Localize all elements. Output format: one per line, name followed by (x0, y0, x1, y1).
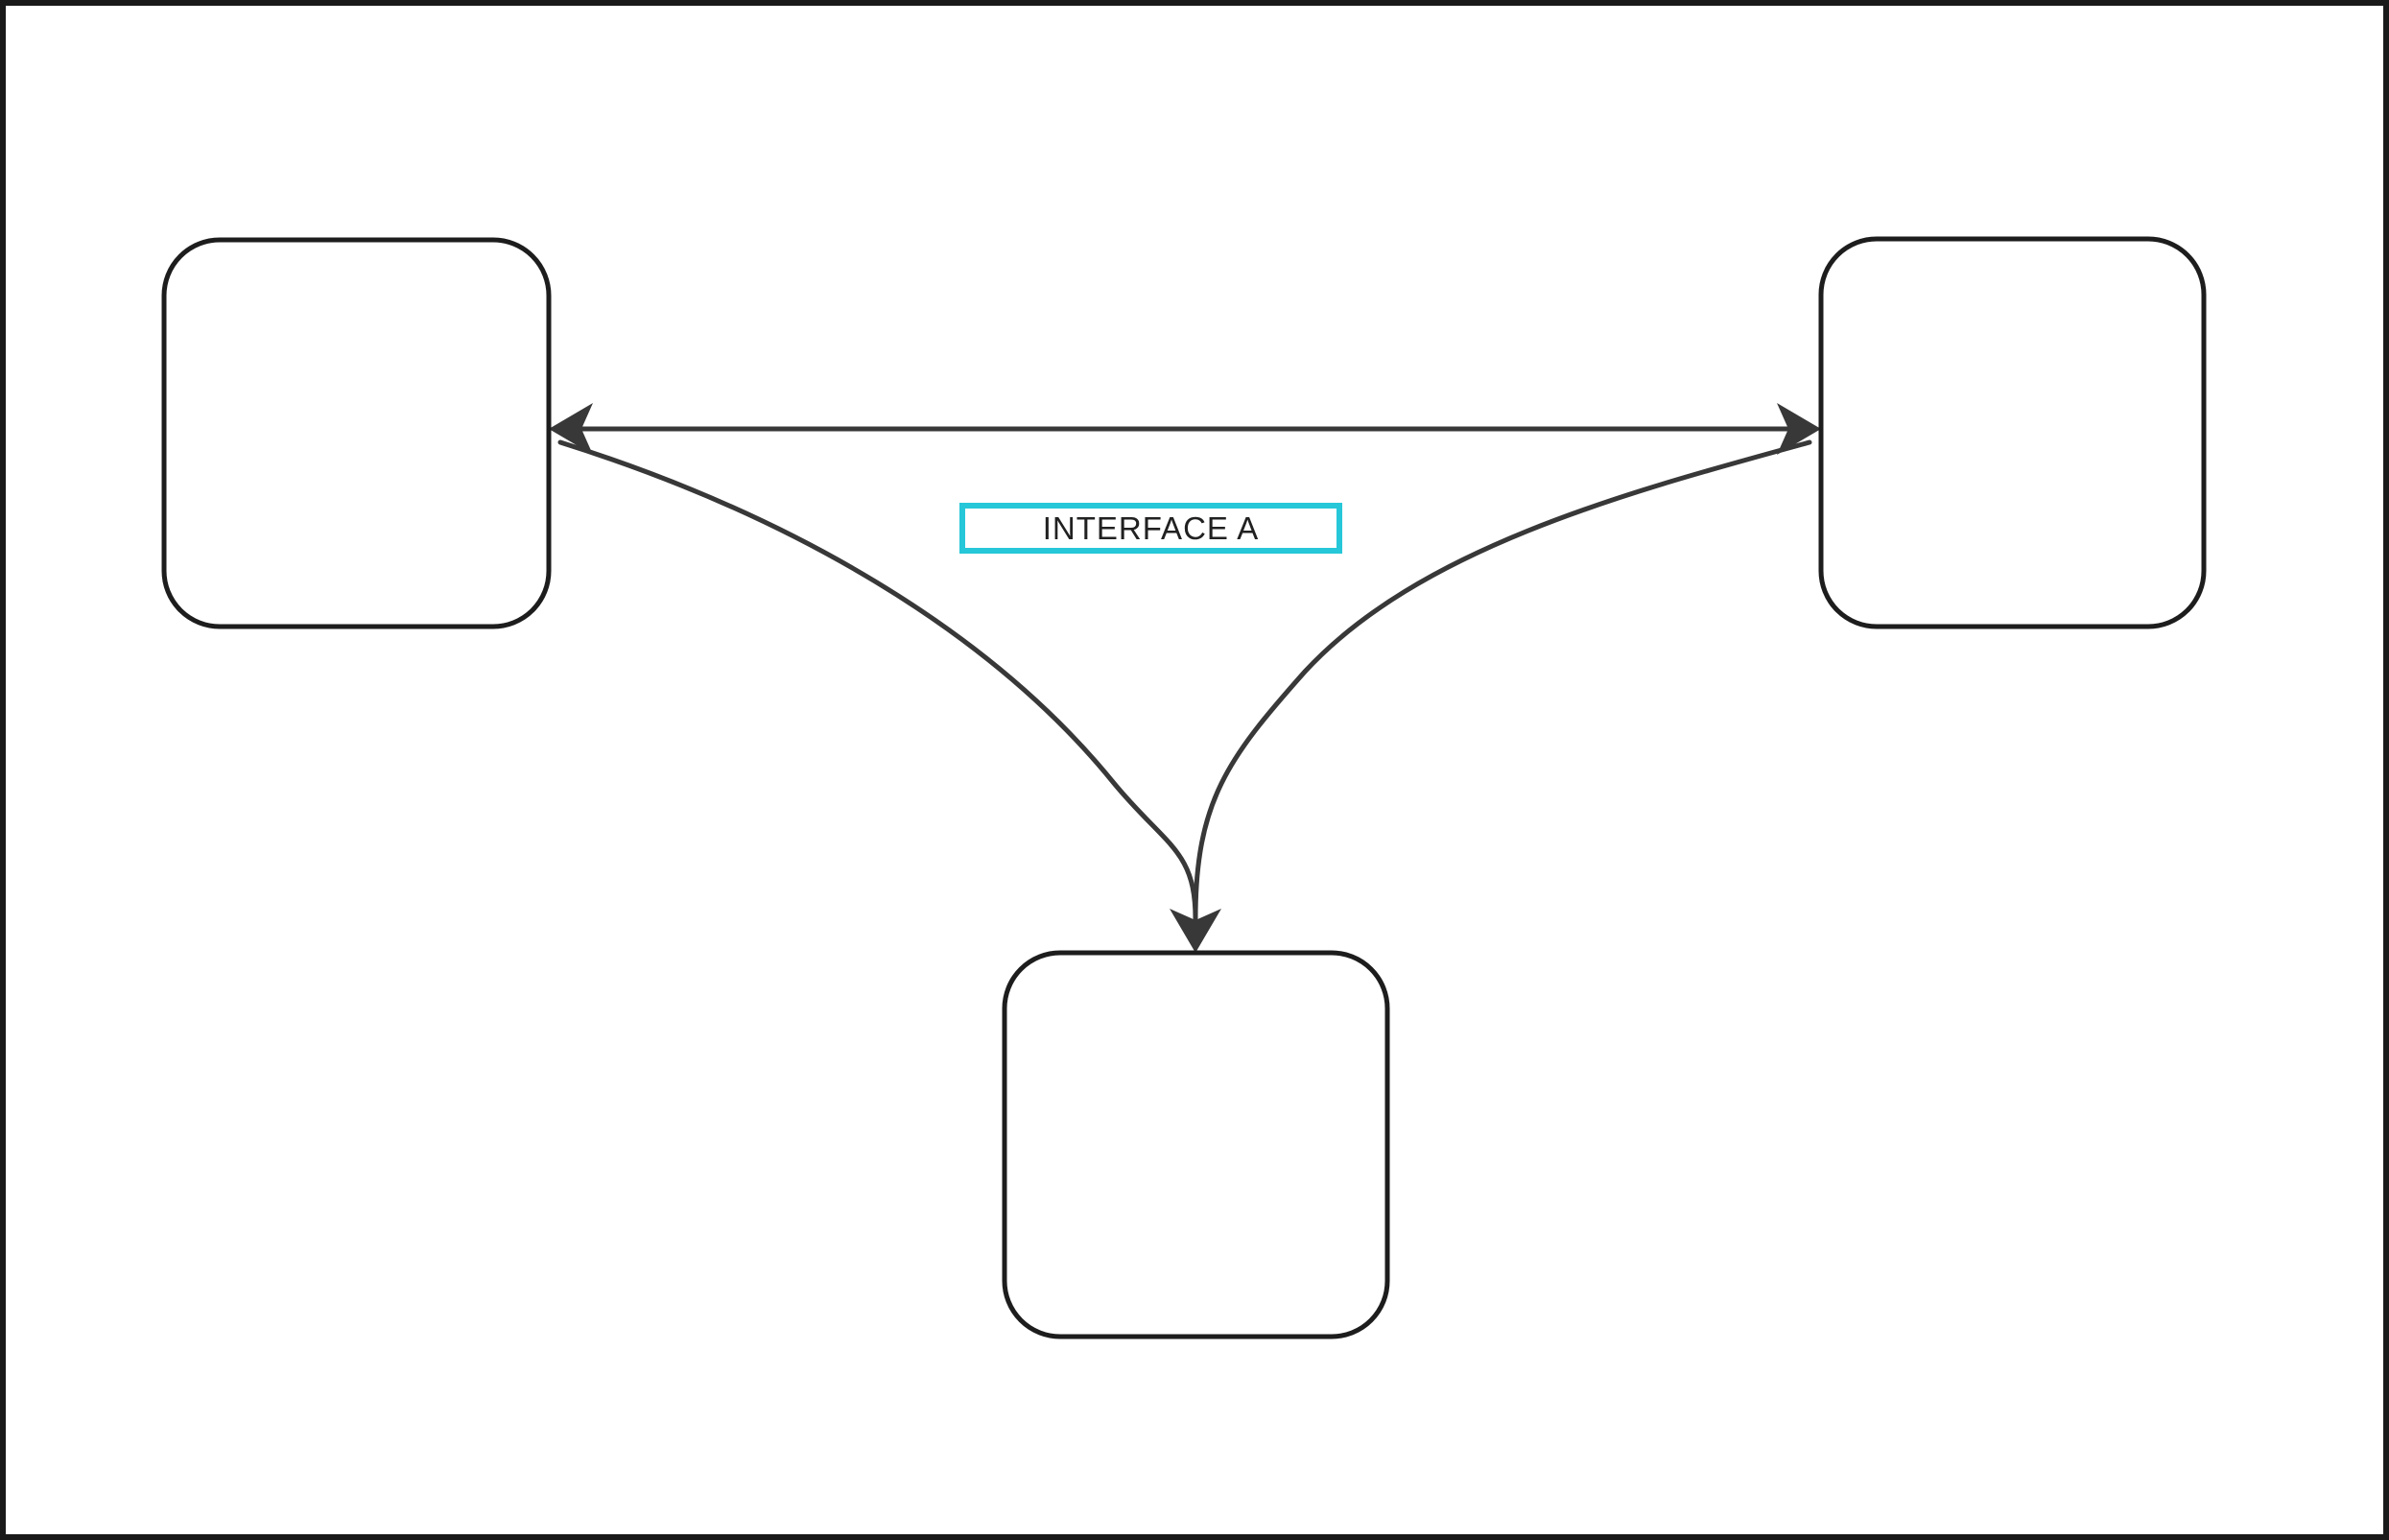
node-top-right[interactable] (1818, 236, 2207, 629)
node-top-left[interactable] (161, 237, 552, 629)
left-arrowhead-icon (549, 403, 593, 455)
down-arrowhead-icon (1170, 909, 1221, 953)
right-curve-to-bottom (1193, 439, 1812, 922)
left-curve-to-bottom (557, 439, 1198, 922)
right-arrowhead-icon (1777, 403, 1821, 455)
interface-label[interactable]: INTERFACE A (959, 503, 1342, 554)
node-bottom[interactable] (1002, 950, 1390, 1339)
interface-label-text: INTERFACE A (1042, 510, 1260, 546)
connector-group (549, 403, 1821, 953)
